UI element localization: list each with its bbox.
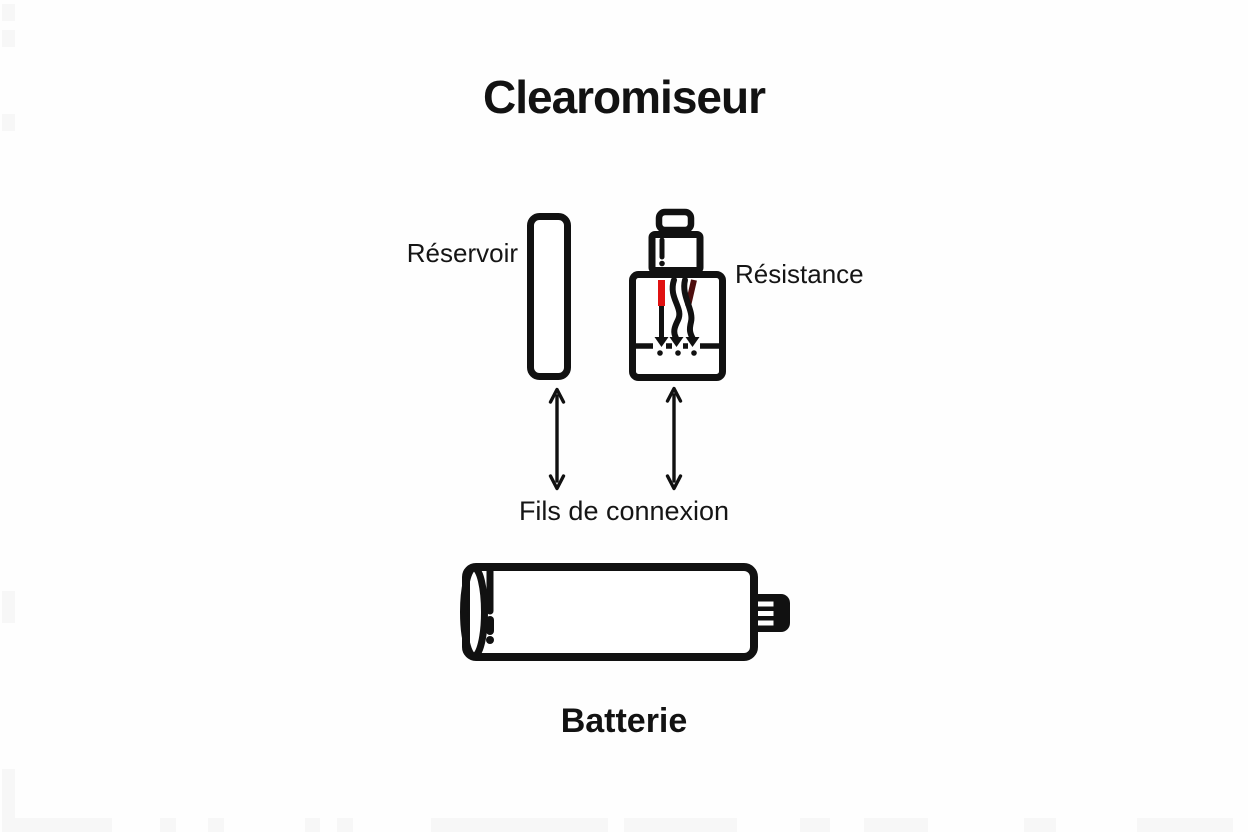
battery-body	[462, 563, 758, 661]
edge-mark	[431, 818, 608, 832]
edge-mark	[208, 818, 224, 832]
resistance-shape	[629, 208, 726, 381]
edge-mark	[5, 818, 112, 832]
resistance-wire-right	[681, 277, 696, 341]
battery-label: Batterie	[560, 702, 688, 740]
battery-end-cap	[460, 564, 488, 660]
edge-mark	[1137, 818, 1233, 832]
arrow-right	[665, 386, 683, 491]
edge-mark	[624, 818, 737, 832]
resistance-neck-dot	[659, 260, 665, 267]
page-title: Clearomiseur	[482, 71, 766, 123]
edge-mark	[800, 818, 830, 832]
reservoir-shape	[527, 213, 571, 380]
connection-wires-label: Fils de connexion	[518, 496, 730, 526]
resistance-wire-feet	[654, 337, 700, 356]
connection-arrows	[548, 386, 683, 491]
resistance-wire-middle	[669, 277, 683, 341]
edge-mark	[2, 30, 15, 47]
edge-mark	[2, 591, 15, 623]
resistance-label: Résistance	[735, 259, 864, 289]
edge-mark	[1024, 818, 1056, 832]
edge-mark	[2, 114, 15, 131]
battery-connector-threads	[757, 601, 774, 626]
edge-mark	[2, 4, 15, 21]
edge-mark	[864, 818, 928, 832]
reservoir-label: Réservoir	[406, 238, 518, 268]
resistance-tip	[655, 208, 695, 234]
edge-mark	[305, 818, 320, 832]
battery-shape	[460, 563, 790, 661]
reservoir-tank	[527, 213, 571, 380]
edge-mark	[160, 818, 176, 832]
arrow-left	[548, 387, 566, 491]
battery-detail-dot	[486, 636, 494, 644]
edge-mark	[337, 818, 353, 832]
edge-mark	[2, 769, 15, 832]
resistance-neck	[648, 231, 704, 274]
